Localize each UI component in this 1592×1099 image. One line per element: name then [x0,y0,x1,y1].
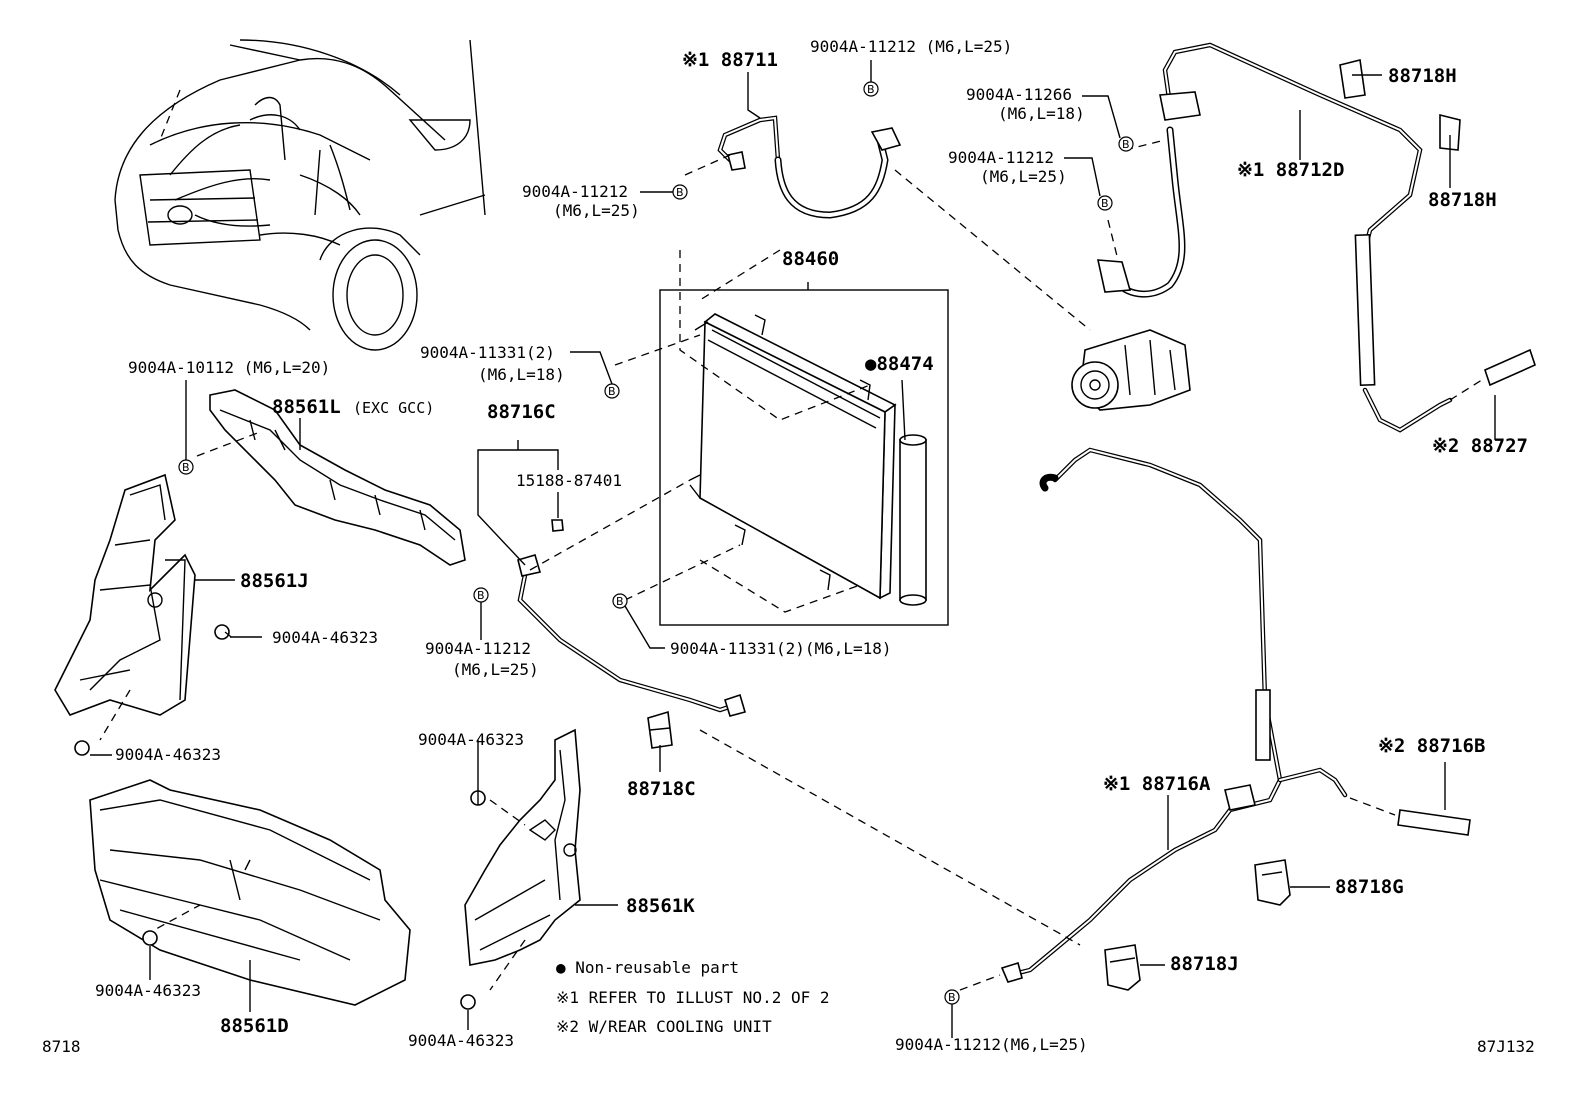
label-88561j: 88561J [240,570,309,592]
label-15188-87401: 15188-87401 [516,471,622,490]
lower-cover-88561d-part [89,779,411,1006]
label-9004a-46323-c: 9004A-46323 [95,981,201,1000]
bolt-marker-icon: B [672,184,688,200]
label-88712d: ※1 88712D [1237,159,1344,181]
label-9004a-10112: 9004A-10112 (M6,L=20) [128,358,330,377]
label-88460: 88460 [782,248,839,270]
label-88561l-note: (EXC GCC) [353,399,434,417]
label-9004a-11212-mid: 9004A-11212 [425,639,531,658]
leader-lines [90,60,1496,1038]
svg-text:B: B [477,589,485,602]
label-9004a-11266: 9004A-11266 [966,85,1072,104]
label-88716a: ※1 88716A [1103,773,1211,795]
svg-text:B: B [1122,138,1130,151]
label-9004a-11212-right: 9004A-11212 [948,148,1054,167]
part-labels: ※1 88711 9004A-11212 (M6,L=25) 9004A-112… [95,37,1528,1054]
label-88727: ※2 88727 [1432,435,1528,457]
label-9004a-46323-a: 9004A-46323 [272,628,378,647]
label-88711: ※1 88711 [682,49,778,71]
label-88716c: 88716C [487,401,556,423]
bolt-marker-icon: B [178,459,194,475]
label-9004a-11266-spec: (M6,L=18) [998,104,1085,123]
svg-text:B: B [948,991,956,1004]
svg-text:B: B [1101,197,1109,210]
clamp-88718g-part [1254,859,1291,906]
label-9004a-11331-spec: (M6,L=18) [478,365,565,384]
label-88561d: 88561D [220,1015,289,1037]
fastener-group [74,624,486,1010]
clamp-88718c-part [647,710,673,749]
label-9004a-11331-bottom: 9004A-11331(2)(M6,L=18) [670,639,892,658]
figure-code-right: 87J132 [1477,1037,1535,1056]
pipe-88716c-part [517,519,746,717]
label-88561l: 88561L [272,396,341,418]
shroud-88561j-part [54,473,196,741]
legend-non-reusable: ● Non-reusable part [556,958,739,977]
label-88716b: ※2 88716B [1378,735,1485,757]
label-9004a-46323-e: 9004A-46323 [408,1031,514,1050]
label-9004a-11212-bottom: 9004A-11212(M6,L=25) [895,1035,1088,1054]
label-9004a-11212-right-spec: (M6,L=25) [980,167,1067,186]
clamp-88718j-part [1104,944,1141,991]
bolt-marker-icon: B [1118,136,1134,152]
svg-text:B: B [867,83,875,96]
svg-text:B: B [608,385,616,398]
compressor-part [1071,329,1191,411]
label-88561k: 88561K [626,895,695,917]
hose-88712d-part [1096,42,1536,433]
label-88718j: 88718J [1170,953,1239,975]
label-9004a-46323-d: 9004A-46323 [418,730,524,749]
svg-text:B: B [182,461,190,474]
vehicle-front-illustration [114,39,486,351]
condenser-88460-part [659,289,949,626]
bolt-marker-icon: B [473,587,489,603]
bolt-marker-icon: B [863,81,879,97]
pipe-88716a-part [1000,447,1471,983]
bracket-88561k-part [464,728,581,991]
label-88718g: 88718G [1335,876,1404,898]
svg-text:B: B [676,186,684,199]
hose-88711-part [717,115,902,219]
legend-note-2: ※2 W/REAR COOLING UNIT [556,1017,772,1036]
bolt-marker-icon: B [604,383,620,399]
svg-text:B: B [616,595,624,608]
label-88718h-b: 88718H [1428,189,1497,211]
legend: ● Non-reusable part ※1 REFER TO ILLUST N… [556,958,830,1036]
figure-code-left: 8718 [42,1037,81,1056]
label-9004a-11212-top: 9004A-11212 (M6,L=25) [810,37,1012,56]
bolt-marker-icon: B [612,593,628,609]
label-88718h-a: 88718H [1388,65,1457,87]
bolt-marker-icon: B [944,989,960,1005]
label-88718c: 88718C [627,778,696,800]
bolt-markers: B B B B B B B B B [178,81,1134,1005]
bolt-marker-icon: B [1097,195,1113,211]
reference-lines [196,139,1166,991]
label-9004a-11212-left-spec: (M6,L=25) [553,201,640,220]
legend-note-1: ※1 REFER TO ILLUST NO.2 OF 2 [556,988,830,1007]
label-9004a-11212-left: 9004A-11212 [522,182,628,201]
label-88474: ●88474 [865,353,934,375]
label-9004a-46323-b: 9004A-46323 [115,745,221,764]
label-9004a-11212-mid-spec: (M6,L=25) [452,660,539,679]
label-9004a-11331: 9004A-11331(2) [420,343,555,362]
